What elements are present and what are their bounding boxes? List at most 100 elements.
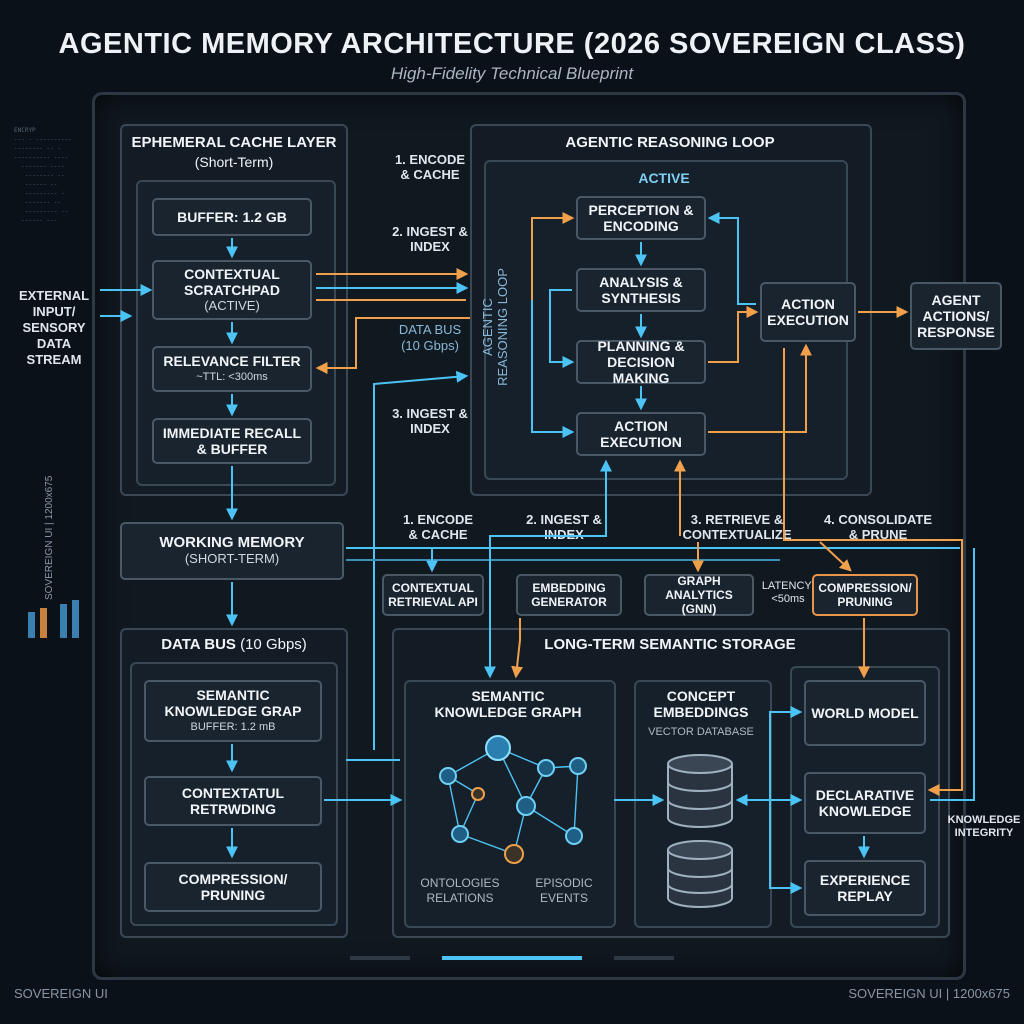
bottom-slot-right — [614, 956, 674, 960]
database-icon — [667, 754, 733, 828]
ingest-index-label-2: 2. INGEST & INDEX — [392, 224, 468, 254]
action-outer-label: ACTION EXECUTION — [767, 296, 849, 328]
action-execution-inner-box[interactable]: ACTION EXECUTION — [576, 412, 706, 456]
bottom-accent — [442, 956, 582, 960]
action-execution-outer-box[interactable]: ACTION EXECUTION — [760, 282, 856, 342]
recall-label: IMMEDIATE RECALL & BUFFER — [162, 425, 302, 457]
world-model-label: WORLD MODEL — [811, 705, 919, 721]
knowledge-integrity-label: KNOWLEDGE INTEGRITY — [947, 814, 1021, 839]
databus-compression-box[interactable]: COMPRESSION/ PRUNING — [144, 862, 322, 912]
scratchpad-label: CONTEXTUAL SCRATCHPAD — [184, 266, 280, 298]
wire-planning-outer — [708, 306, 759, 363]
graph-node — [565, 827, 583, 845]
latency-label: LATENCY: <50ms — [761, 580, 815, 605]
planning-label: PLANNING & DECISION MAKING — [597, 338, 685, 386]
world-model-box[interactable]: WORLD MODEL — [804, 680, 926, 746]
graph-node — [485, 735, 511, 761]
filter-label: RELEVANCE FILTER — [163, 353, 301, 369]
experience-replay-box[interactable]: EXPERIENCE REPLAY — [804, 860, 926, 916]
scratchpad-box[interactable]: CONTEXTUAL SCRATCHPAD (ACTIVE) — [152, 260, 312, 320]
wire-to-world — [769, 706, 803, 800]
wire-loop-left-inner — [549, 289, 575, 368]
wire-to-compression — [819, 541, 852, 572]
knowledge-graph-nodes — [439, 735, 587, 864]
retrwding-label: CONTEXTATUL RETRWDING — [181, 785, 285, 817]
footer-left: SOVEREIGN UI — [14, 986, 108, 1001]
wire-consolidate-right — [783, 348, 963, 796]
working-memory-title: WORKING MEMORY — [159, 534, 305, 551]
row-consolidate-label: 4. CONSOLIDATE & PRUNE — [823, 512, 933, 542]
decorative-bar-chart — [28, 600, 79, 638]
wire-outer-perception — [707, 212, 756, 305]
sem-graph-buffer-label: SEMANTIC KNOWLEDGE GRAP — [164, 687, 302, 719]
ingest-index-label-3: 3. INGEST & INDEX — [392, 406, 468, 436]
agent-response-box[interactable]: AGENT ACTIONS/ RESPONSE — [910, 282, 1002, 350]
retrieval-api-box[interactable]: CONTEXTUAL RETRIEVAL API — [382, 574, 484, 616]
compression-service-label: COMPRESSION/ PRUNING — [818, 581, 912, 609]
data-bus-label: DATA BUS — [398, 322, 462, 337]
graph-node — [471, 787, 485, 801]
data-bus-panel-title-sub: (10 Gbps) — [240, 636, 307, 653]
experience-replay-label: EXPERIENCE REPLAY — [819, 872, 911, 904]
external-input-label: EXTERNAL INPUT/ SENSORY DATA STREAM — [18, 288, 90, 367]
analysis-label: ANALYSIS & SYNTHESIS — [599, 274, 683, 306]
graph-node — [569, 757, 587, 775]
graph-node — [504, 844, 524, 864]
relevance-filter-box[interactable]: RELEVANCE FILTER ~TTL: <300ms — [152, 346, 312, 392]
episodic-label: EPISODIC EVENTS — [535, 876, 593, 905]
sem-graph-buffer-box[interactable]: SEMANTIC KNOWLEDGE GRAP BUFFER: 1.2 mB — [144, 680, 322, 742]
analysis-box[interactable]: ANALYSIS & SYNTHESIS — [576, 268, 706, 312]
retrwding-box[interactable]: CONTEXTATUL RETRWDING — [144, 776, 322, 826]
ontologies-label: ONTOLOGIES RELATIONS — [420, 876, 500, 905]
buffer-label: BUFFER: 1.2 GB — [177, 209, 287, 225]
wire-loop-filter — [315, 317, 470, 374]
scratchpad-sub: (ACTIVE) — [204, 298, 260, 313]
filter-sub: ~TTL: <300ms — [196, 371, 268, 383]
declarative-label: DECLARATIVE KNOWLEDGE — [815, 787, 915, 819]
wire-loop-down-1 — [484, 459, 612, 679]
agent-response-label: AGENT ACTIONS/ RESPONSE — [917, 292, 995, 340]
wire-action-outer — [708, 343, 812, 433]
retrieval-api-label: CONTEXTUAL RETRIEVAL API — [388, 581, 478, 609]
wire-embedding-lt — [511, 618, 524, 679]
graph-node — [537, 759, 555, 777]
declarative-box[interactable]: DECLARATIVE KNOWLEDGE — [804, 772, 926, 834]
graph-analytics-box[interactable]: GRAPH ANALYTICS (GNN) — [644, 574, 754, 616]
planning-box[interactable]: PLANNING & DECISION MAKING — [576, 338, 706, 386]
working-memory-sub: (SHORT-TERM) — [184, 551, 280, 566]
perception-box[interactable]: PERCEPTION & ENCODING — [576, 196, 706, 240]
page-title: AGENTIC MEMORY ARCHITECTURE (2026 SOVERE… — [58, 28, 966, 60]
vector-db-label: VECTOR DATABASE — [648, 726, 754, 738]
databus-compression-label: COMPRESSION/ PRUNING — [178, 871, 288, 903]
reasoning-loop-title: AGENTIC REASONING LOOP — [565, 134, 775, 151]
footer-right: SOVEREIGN UI | 1200x675 — [848, 986, 1010, 1001]
concept-embeddings-title: CONCEPT EMBEDDINGS — [653, 688, 749, 720]
sem-graph-buffer-sub: BUFFER: 1.2 mB — [190, 721, 276, 733]
action-inner-label: ACTION EXECUTION — [600, 418, 682, 450]
wire-loop-left-blue — [531, 300, 575, 438]
wire-loop-left-orange — [531, 212, 575, 300]
data-bus-speed: (10 Gbps) — [401, 338, 459, 353]
wire-to-experience — [769, 800, 803, 894]
knowledge-graph-title: SEMANTIC KNOWLEDGE GRAPH — [434, 688, 582, 720]
graph-node — [451, 825, 469, 843]
encode-cache-label-1: 1. ENCODE & CACHE — [394, 152, 466, 182]
buffer-box[interactable]: BUFFER: 1.2 GB — [152, 198, 312, 236]
ephemeral-cache-title: EPHEMERAL CACHE LAYER — [131, 134, 337, 151]
bottom-slot-left — [350, 956, 410, 960]
compression-service-box[interactable]: COMPRESSION/ PRUNING — [812, 574, 918, 616]
row-encode-label: 1. ENCODE & CACHE — [402, 512, 474, 542]
data-bus-panel-title: DATA BUS (10 Gbps) — [120, 636, 348, 653]
row-retrieve-label: 3. RETRIEVE & CONTEXTUALIZE — [682, 512, 792, 542]
data-bus-panel-title-main: DATA BUS — [161, 636, 236, 653]
wire-bus-ingest — [373, 370, 469, 750]
immediate-recall-box[interactable]: IMMEDIATE RECALL & BUFFER — [152, 418, 312, 464]
knowledge-graph-panel — [404, 680, 616, 928]
graph-analytics-label: GRAPH ANALYTICS (GNN) — [665, 574, 733, 616]
active-label: ACTIVE — [638, 170, 690, 186]
graph-node — [439, 767, 457, 785]
graph-node — [516, 796, 536, 816]
side-code-left: ENCRYP --- - ---------- -------- -- - --… — [14, 127, 72, 224]
working-memory-box[interactable]: WORKING MEMORY (SHORT-TERM) — [120, 522, 344, 580]
